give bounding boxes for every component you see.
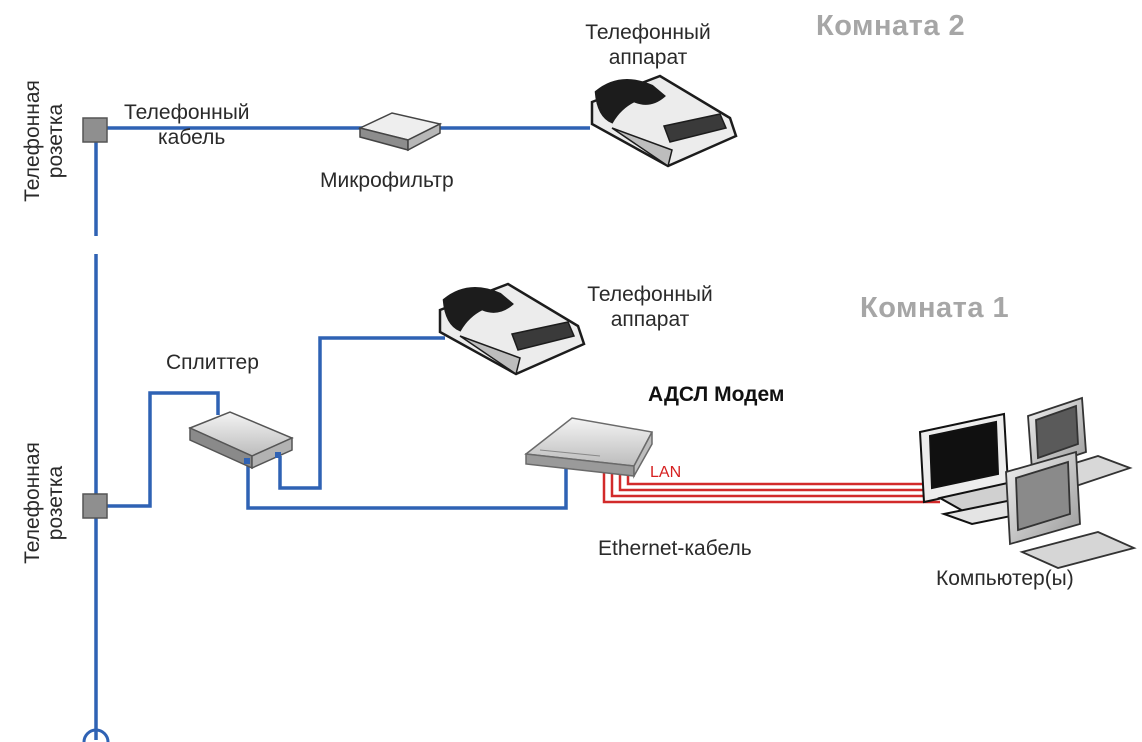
- socket-bottom-label-line1: Телефонная: [21, 442, 44, 564]
- computer-icon: [1005, 450, 1137, 569]
- modem-label: АДСЛ Модем: [648, 383, 785, 406]
- room-2-label: Комната 2: [816, 10, 966, 42]
- computer-icon: [918, 412, 1054, 526]
- telephone-top-label-line1: Телефонный: [585, 21, 711, 44]
- lan-label: LAN: [650, 464, 682, 481]
- cable-label-line2: кабель: [158, 126, 226, 149]
- cable-label: Телефонный кабель: [124, 100, 250, 150]
- telephone-mid-label-line1: Телефонный: [587, 283, 713, 306]
- splitter-icon: [188, 411, 294, 470]
- telephone-mid-label-line2: аппарат: [610, 308, 690, 331]
- socket-icon: [82, 117, 108, 143]
- cable-socket-to-splitter: [104, 391, 220, 508]
- microfilter-label: Микрофильтр: [320, 169, 454, 192]
- socket-bottom-label-line2: розетка: [44, 465, 67, 541]
- socket-top-label-line2: розетка: [44, 103, 67, 179]
- phone-wiring: [94, 126, 590, 740]
- telephone-top-label-line2: аппарат: [608, 46, 688, 69]
- room-1-label: Комната 1: [860, 292, 1010, 324]
- splitter-label: Сплиттер: [166, 351, 259, 374]
- telephone-top-label: Телефонный аппарат: [548, 20, 748, 70]
- socket-top-label: Телефонная розетка: [21, 61, 67, 221]
- adsl-modem-icon: [524, 417, 654, 479]
- ethernet-label: Ethernet-кабель: [598, 537, 752, 560]
- socket-icon: [82, 493, 108, 519]
- telephone-icon: [590, 74, 738, 168]
- cable-label-line1: Телефонный: [124, 101, 250, 124]
- socket-top-label-line1: Телефонная: [21, 80, 44, 202]
- cable-splitter-to-modem: [246, 462, 568, 510]
- microfilter-icon: [357, 112, 443, 152]
- telephone-mid-label: Телефонный аппарат: [540, 282, 760, 332]
- riser-end-loop: [82, 728, 110, 742]
- computers-label: Компьютер(ы): [936, 567, 1074, 590]
- telephone-icon: [438, 282, 586, 376]
- socket-bottom-label: Телефонная розетка: [21, 423, 67, 583]
- cable-splitter-to-phone: [278, 336, 445, 490]
